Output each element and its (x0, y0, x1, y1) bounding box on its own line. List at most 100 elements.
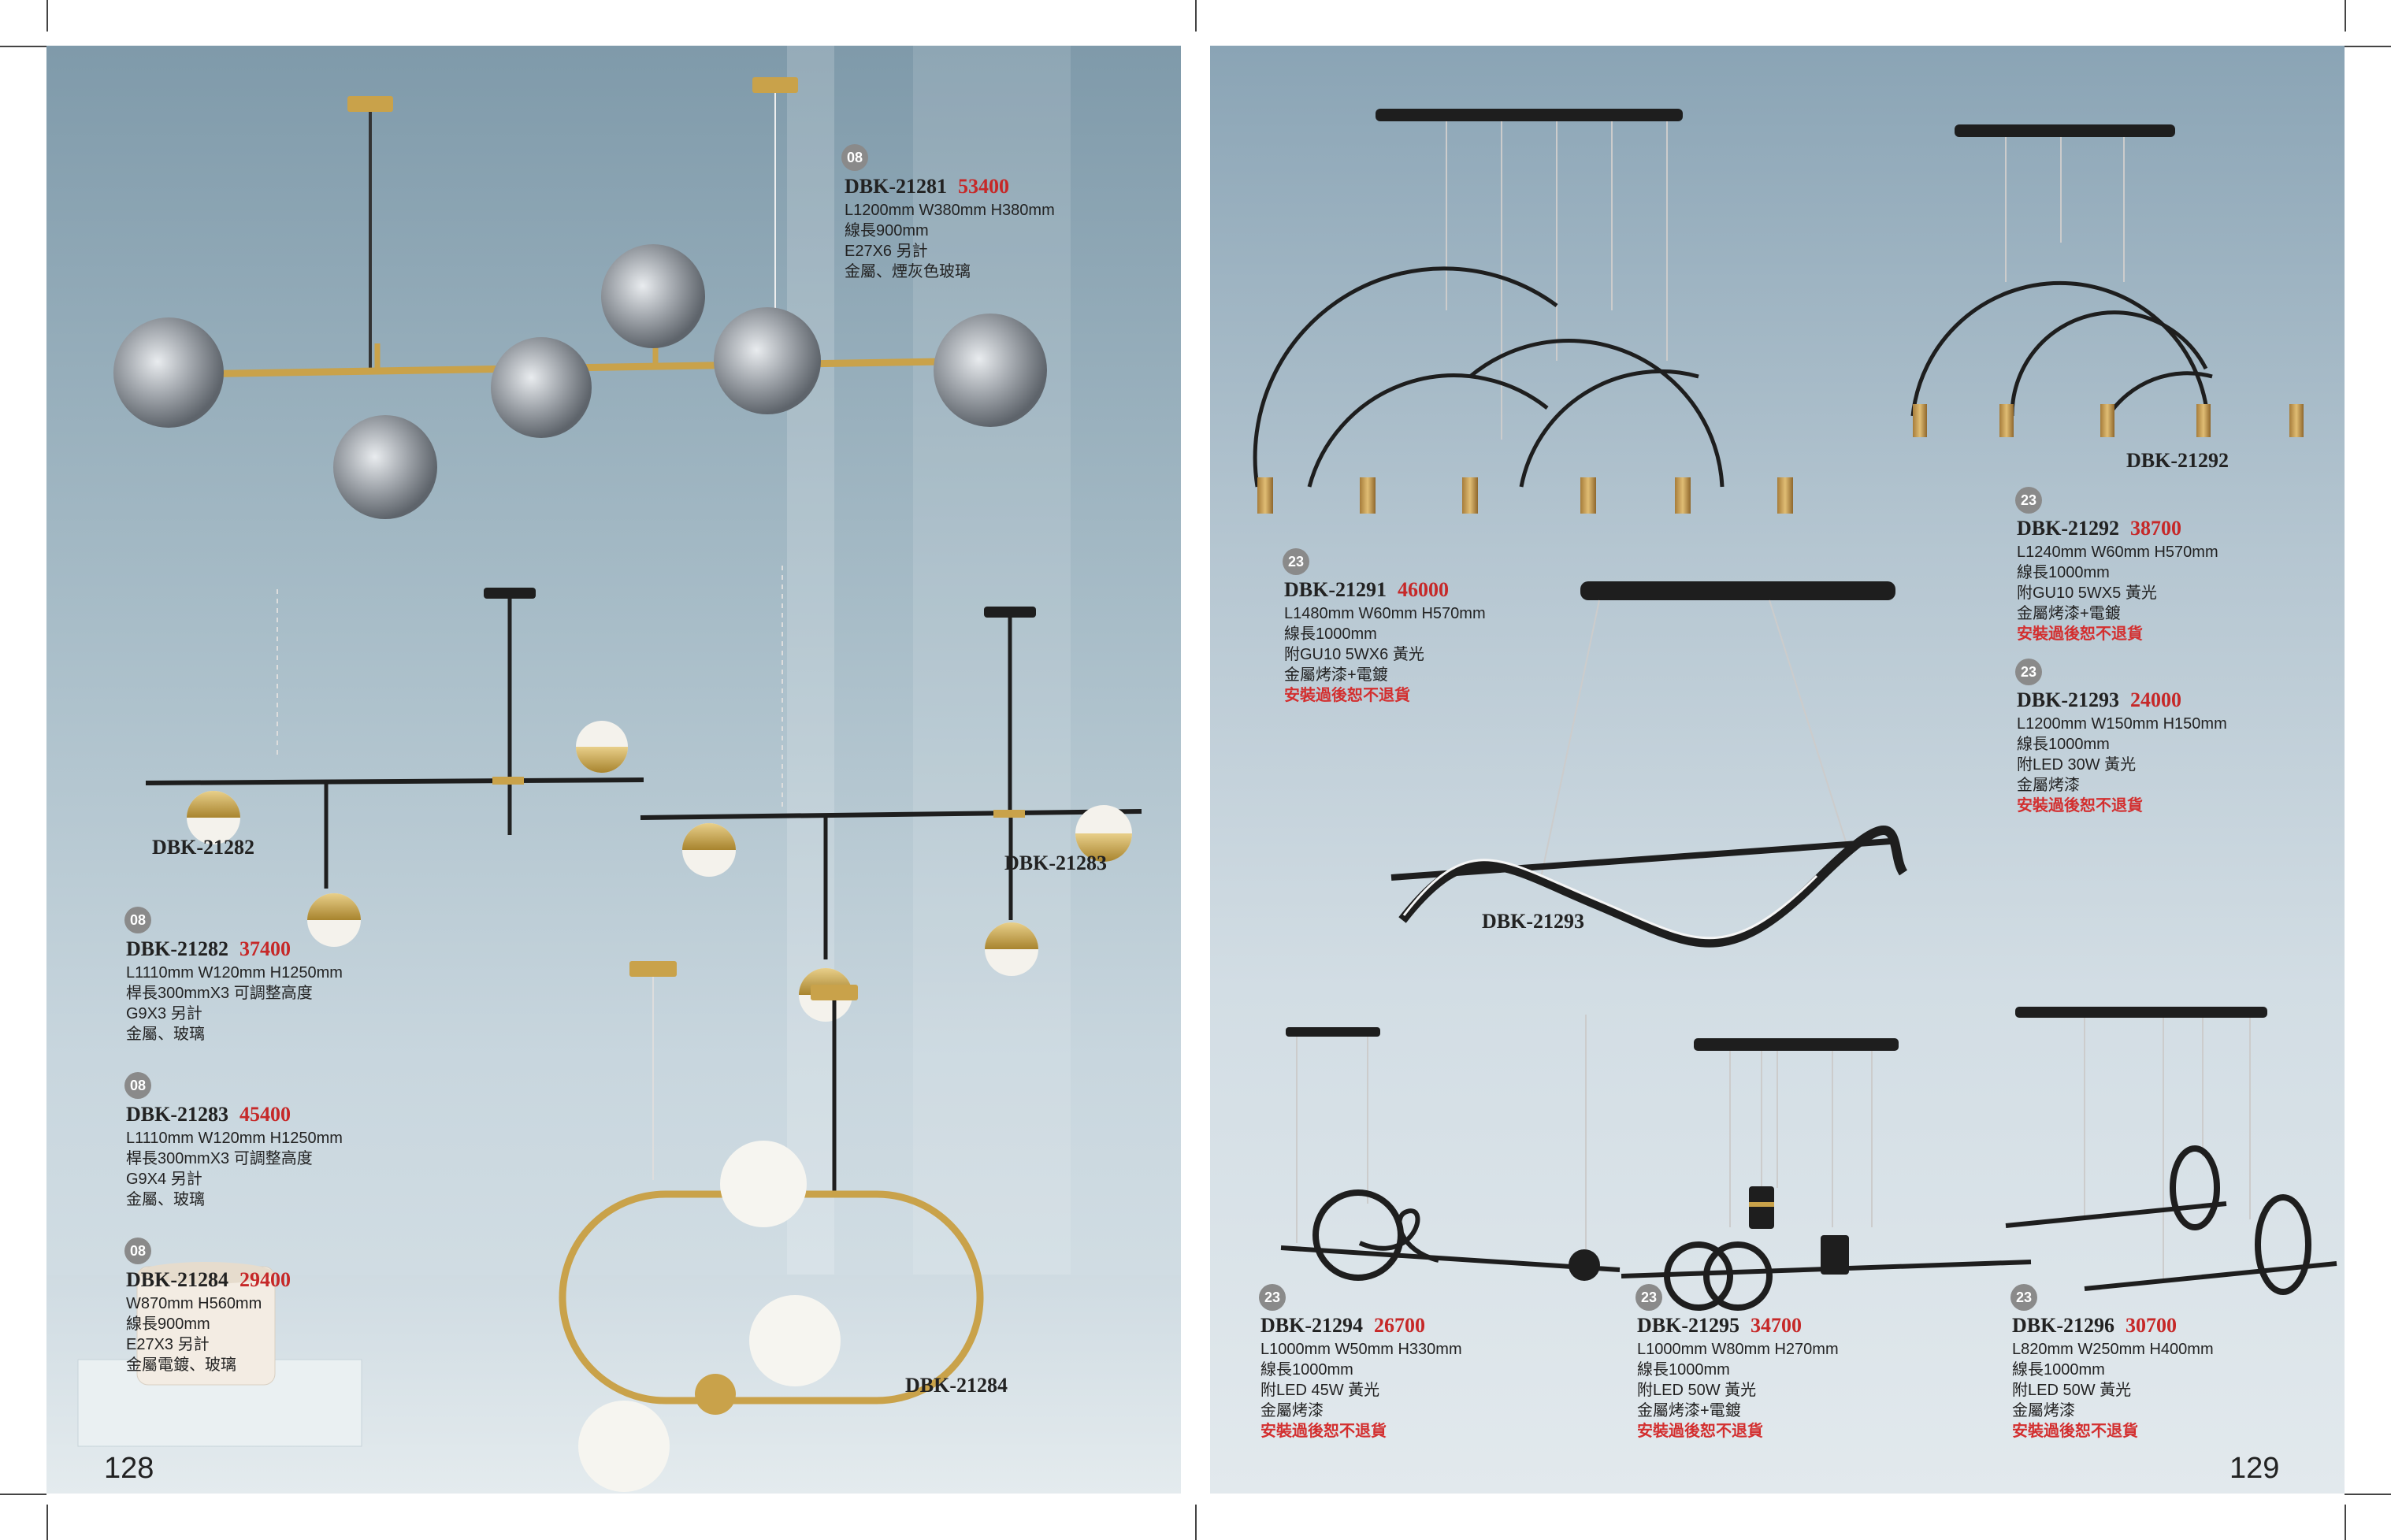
window-light (787, 46, 834, 1494)
spec-block-21291: DBK-21291 46000 L1480mm W60mm H570mm 線長10… (1284, 577, 1486, 706)
product-price: 34700 (1751, 1314, 1802, 1337)
image-label-21282: DBK-21282 (152, 836, 254, 859)
spec-line: L1000mm W50mm H330mm (1260, 1341, 1462, 1358)
product-image-21293 (1390, 581, 1908, 948)
product-image-21294 (1280, 1015, 1621, 1281)
crop-mark (46, 1505, 48, 1540)
product-price: 45400 (239, 1103, 291, 1126)
spec-block-21282: DBK-21282 37400 L1110mm W120mm H1250mm 桿長… (126, 936, 343, 1045)
spec-line: 金屬烤漆+電鍍 (1284, 666, 1388, 684)
product-image-21291 (1253, 109, 1793, 514)
no-return-notice: 安裝過後恕不退貨 (1284, 687, 1410, 704)
spec-line: 金屬、玻璃 (126, 1026, 205, 1043)
crop-mark (1195, 1505, 1197, 1540)
spec-line: L1200mm W150mm H150mm (2017, 715, 2227, 733)
spec-line: 桿長300mmX3 可調整高度 (126, 985, 313, 1002)
product-price: 46000 (1398, 578, 1449, 601)
spec-line: 附LED 50W 黃光 (2012, 1382, 2132, 1399)
product-price: 26700 (1374, 1314, 1425, 1337)
spec-line: L1000mm W80mm H270mm (1637, 1341, 1839, 1358)
spec-block-21283: DBK-21283 45400 L1110mm W120mm H1250mm 桿長… (126, 1101, 343, 1210)
series-badge: 23 (1283, 548, 1309, 575)
spec-line: 附LED 30W 黃光 (2017, 756, 2137, 774)
product-price: 30700 (2126, 1314, 2177, 1337)
spec-line: 金屬電鍍、玻璃 (126, 1356, 236, 1374)
spec-line: 金屬烤漆 (1260, 1402, 1324, 1419)
spec-line: L1110mm W120mm H1250mm (126, 1130, 343, 1147)
spec-line: L1480mm W60mm H570mm (1284, 605, 1486, 622)
spec-line: E27X6 另計 (845, 243, 928, 260)
spec-line: E27X3 另計 (126, 1336, 210, 1353)
spec-line: 附GU10 5WX6 黃光 (1284, 646, 1424, 663)
crop-mark (2345, 1505, 2346, 1540)
spec-line: 線長1000mm (1637, 1361, 1730, 1379)
spec-line: 線長1000mm (2017, 564, 2110, 581)
crop-mark (46, 0, 48, 32)
page-number: 129 (2229, 1452, 2280, 1485)
product-code: DBK-21293 (2017, 688, 2119, 711)
candle-image (77, 1262, 362, 1447)
product-price: 29400 (239, 1268, 291, 1291)
product-code: DBK-21295 (1637, 1314, 1739, 1337)
spec-line: 金屬烤漆+電鍍 (2017, 605, 2121, 622)
spec-line: 線長1000mm (1284, 625, 1377, 643)
image-label-21284: DBK-21284 (905, 1374, 1008, 1397)
spec-line: 金屬、煙灰色玻璃 (845, 263, 971, 280)
crop-mark (2345, 46, 2391, 47)
product-code: DBK-21282 (126, 937, 228, 960)
series-badge: 23 (2015, 487, 2042, 514)
no-return-notice: 安裝過後恕不退貨 (2017, 797, 2143, 815)
product-price: 38700 (2130, 517, 2181, 540)
spec-line: 金屬烤漆 (2017, 777, 2080, 794)
spec-line: 桿長300mmX3 可調整高度 (126, 1150, 313, 1167)
crop-mark (0, 46, 46, 47)
spec-line: G9X4 另計 (126, 1171, 202, 1188)
crop-mark (0, 1494, 46, 1495)
product-image-21281 (113, 77, 1047, 519)
spec-line: L1110mm W120mm H1250mm (126, 964, 343, 982)
series-badge: 08 (841, 144, 868, 171)
spec-line: 線長1000mm (2012, 1361, 2105, 1379)
series-badge: 23 (1259, 1284, 1286, 1311)
product-code: DBK-21292 (2017, 517, 2119, 540)
product-image-21284 (559, 961, 984, 1492)
product-price: 37400 (239, 937, 291, 960)
catalog-page-right: DBK-21292 DBK-21293 (1210, 46, 2345, 1494)
series-badge: 23 (2015, 659, 2042, 685)
spec-line: 金屬烤漆 (2012, 1402, 2075, 1419)
spec-line: G9X3 另計 (126, 1005, 202, 1022)
spec-line: L820mm W250mm H400mm (2012, 1341, 2214, 1358)
no-return-notice: 安裝過後恕不退貨 (2012, 1423, 2138, 1440)
product-code: DBK-21291 (1284, 578, 1387, 601)
spec-line: L1200mm W380mm H380mm (845, 202, 1055, 219)
image-label-21283: DBK-21283 (1004, 852, 1107, 874)
product-image-21295 (1621, 1038, 2032, 1311)
spec-line: 金屬烤漆+電鍍 (1637, 1402, 1741, 1419)
spec-block-21292: DBK-21292 38700 L1240mm W60mm H570mm 線長10… (2017, 515, 2218, 644)
no-return-notice: 安裝過後恕不退貨 (1260, 1423, 1387, 1440)
product-image-21283 (640, 566, 1142, 1022)
spec-block-21296: DBK-21296 30700 L820mm W250mm H400mm 線長10… (2012, 1312, 2214, 1442)
image-label-21292: DBK-21292 (2126, 449, 2229, 472)
crop-mark (2345, 0, 2346, 32)
crop-mark (1195, 0, 1197, 32)
series-badge: 23 (2010, 1284, 2037, 1311)
product-code: DBK-21296 (2012, 1314, 2114, 1337)
spec-line: 附LED 45W 黃光 (1260, 1382, 1380, 1399)
spec-line: 附LED 50W 黃光 (1637, 1382, 1757, 1399)
series-badge: 08 (124, 1238, 151, 1264)
spec-line: 線長1000mm (1260, 1361, 1353, 1379)
spec-line: 金屬、玻璃 (126, 1191, 205, 1208)
spec-line: L1240mm W60mm H570mm (2017, 544, 2218, 561)
spec-line: 線長1000mm (2017, 736, 2110, 753)
product-image-21282 (145, 588, 644, 947)
spec-block-21295: DBK-21295 34700 L1000mm W80mm H270mm 線長10… (1637, 1312, 1839, 1442)
page-number: 128 (104, 1452, 154, 1485)
product-code: DBK-21283 (126, 1103, 228, 1126)
no-return-notice: 安裝過後恕不退貨 (1637, 1423, 1763, 1440)
